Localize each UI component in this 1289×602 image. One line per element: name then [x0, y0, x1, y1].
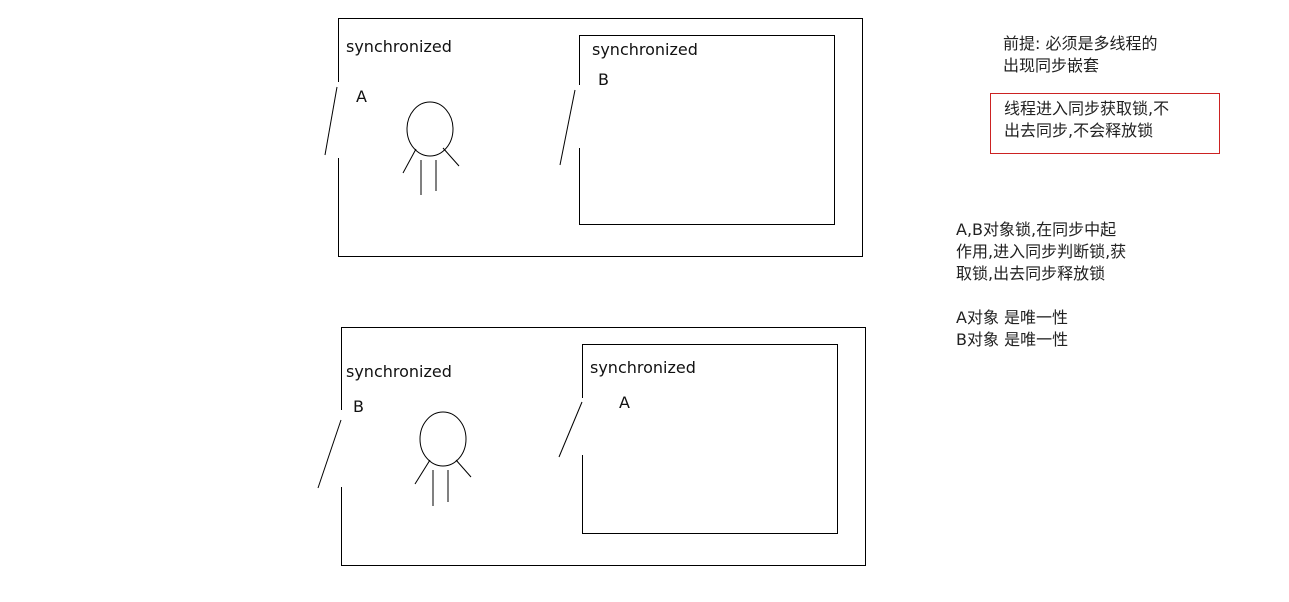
thread-figure-top: [402, 101, 460, 195]
note-uniqueness: A对象 是唯一性 B对象 是唯一性: [956, 307, 1068, 351]
note-premise: 前提: 必须是多线程的 出现同步嵌套: [1003, 33, 1157, 77]
outer-door-bottom: [317, 419, 342, 489]
note-line: A对象 是唯一性: [956, 308, 1069, 327]
inner-sync-label-top: synchronized: [592, 40, 698, 59]
outer-sync-block-top: [338, 18, 863, 257]
outer-sync-label-bottom: synchronized: [346, 362, 452, 381]
thread-head: [406, 101, 454, 157]
thread-head: [419, 411, 467, 467]
note-line: A,B对象锁,在同步中起: [956, 220, 1117, 239]
outer-lock-label-top: A: [356, 87, 367, 106]
outer-sync-block-bottom: [341, 327, 866, 566]
inner-lock-label-bottom: A: [619, 393, 630, 412]
inner-sync-block-bottom: [582, 344, 838, 534]
diagram-top: [324, 18, 863, 257]
note-line: 取锁,出去同步释放锁: [956, 264, 1106, 283]
note-line: 作用,进入同步判断锁,获: [956, 242, 1127, 261]
outer-lock-label-bottom: B: [353, 397, 364, 416]
thread-arm-left: [402, 148, 417, 174]
inner-sync-block-top: [579, 35, 835, 225]
thread-arm-left: [414, 459, 431, 485]
note-line: 前提: 必须是多线程的: [1003, 34, 1158, 53]
note-highlight-box: 线程进入同步获取锁,不 出去同步,不会释放锁: [990, 93, 1220, 154]
thread-arm-right: [455, 459, 472, 478]
note-line: 出去同步,不会释放锁: [1004, 121, 1154, 140]
note-line: 出现同步嵌套: [1003, 56, 1100, 75]
inner-sync-label-bottom: synchronized: [590, 358, 696, 377]
thread-figure-bottom: [414, 411, 472, 506]
inner-door-bottom: [558, 401, 583, 458]
inner-door-top: [559, 89, 576, 166]
diagram-bottom: [317, 327, 866, 566]
outer-sync-label-top: synchronized: [346, 37, 452, 56]
thread-arm-right: [442, 147, 460, 167]
outer-door-top: [324, 86, 338, 156]
note-lock-role: A,B对象锁,在同步中起 作用,进入同步判断锁,获 取锁,出去同步释放锁: [956, 219, 1126, 285]
note-line: 线程进入同步获取锁,不: [1004, 99, 1170, 118]
note-line: B对象 是唯一性: [956, 330, 1069, 349]
inner-lock-label-top: B: [598, 70, 609, 89]
